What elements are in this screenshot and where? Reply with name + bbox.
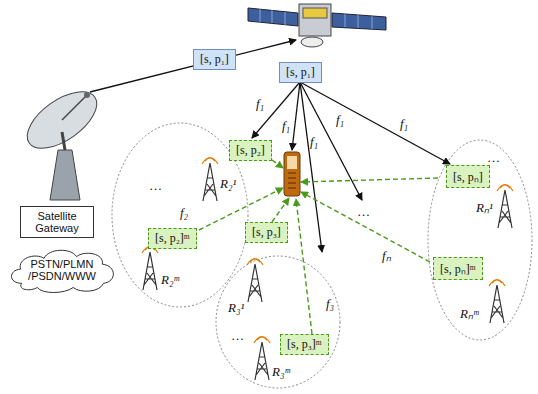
dish-mount bbox=[62, 132, 65, 150]
terrestrial-arrow bbox=[296, 199, 312, 334]
tower-symbol bbox=[497, 185, 513, 229]
relay-signal-box: [s, pₙ] bbox=[446, 165, 490, 188]
solar-panel bbox=[332, 13, 386, 30]
ellipsis-label: … bbox=[232, 328, 244, 343]
relay-signal-box: [s, p₂] bbox=[229, 140, 272, 161]
signal-label: Rₙ¹ bbox=[476, 200, 493, 215]
terrestrial-arrow bbox=[301, 178, 438, 182]
tower-symbol bbox=[489, 280, 505, 324]
relay-signal-box: [s, p₂]ᵐ bbox=[148, 228, 197, 249]
terrestrial-arrow bbox=[272, 160, 283, 168]
satellite-dish bbox=[301, 37, 323, 47]
relay-signal-box: [s, pₙ]ᵐ bbox=[433, 257, 483, 280]
signal-label: f₃ bbox=[326, 296, 334, 311]
solar-panel bbox=[248, 8, 298, 26]
tower-symbol bbox=[142, 247, 158, 291]
signal-label: f₁ bbox=[336, 112, 344, 127]
downlink-arrow bbox=[252, 82, 300, 138]
signal-label: R₃ᵐ bbox=[272, 364, 290, 379]
signal-label: f₁ bbox=[256, 96, 264, 111]
uplink-arrow bbox=[90, 40, 296, 92]
ellipsis-label: … bbox=[358, 204, 370, 219]
cloud-outline bbox=[11, 250, 113, 292]
phone-keys bbox=[288, 173, 296, 188]
box-text: [s, p₃]ᵐ bbox=[287, 337, 322, 351]
box-text: [s, p₃] bbox=[252, 225, 281, 239]
box-text: [s, p₁] bbox=[286, 65, 315, 79]
box-text: [s, pₙ] bbox=[453, 170, 483, 184]
relay-signal-box: [s, p₃]ᵐ bbox=[280, 334, 329, 355]
signal-label: f₂ bbox=[180, 205, 188, 220]
signal-label: R₃¹ bbox=[228, 300, 244, 315]
downlink-arrow bbox=[300, 82, 450, 164]
box-text: [s, pₙ]ᵐ bbox=[440, 262, 476, 276]
network-cloud: PSTN/PLMN /PSDN/WWW bbox=[6, 245, 118, 295]
satellite-signal-box: [s, p₁] bbox=[279, 62, 322, 83]
signal-label: f₁ bbox=[310, 134, 318, 149]
satellite-body bbox=[299, 4, 331, 36]
relay-signal-box: [s, p₃] bbox=[245, 222, 288, 243]
dish-pedestal bbox=[50, 150, 80, 200]
signal-label: R₂ᵐ bbox=[161, 272, 179, 287]
cell-cluster bbox=[428, 140, 532, 340]
terrestrial-arrow bbox=[272, 198, 289, 222]
signal-label: R₂¹ bbox=[220, 176, 236, 191]
signal-label: fₙ bbox=[382, 248, 391, 263]
signal-label: f₁ bbox=[400, 116, 408, 131]
signal-label: Rₙᵐ bbox=[460, 306, 478, 321]
dish-feed bbox=[84, 92, 90, 98]
downlink-arrow bbox=[292, 82, 300, 150]
cell-cluster bbox=[216, 256, 340, 388]
signal-label: f₁ bbox=[282, 118, 290, 133]
dish-feed bbox=[62, 96, 86, 120]
gateway-dish bbox=[18, 81, 106, 160]
downlink-arrow bbox=[300, 82, 322, 252]
satellite-signal-box: [s, p₁] bbox=[193, 49, 236, 70]
box-text: [s, p₂]ᵐ bbox=[155, 231, 190, 245]
box-text: [s, p₁] bbox=[200, 52, 229, 66]
phone-screen bbox=[287, 156, 297, 169]
box-text: PSTN/PLMN /PSDN/WWW bbox=[24, 258, 100, 282]
tower-symbol bbox=[202, 158, 218, 202]
ellipsis-label: … bbox=[150, 178, 162, 193]
gateway-box: Satellite Gateway bbox=[20, 206, 94, 238]
box-text: [s, p₂] bbox=[236, 143, 265, 157]
box-text: Satellite Gateway bbox=[27, 210, 87, 234]
satellite-foil bbox=[303, 8, 327, 18]
terrestrial-arrow bbox=[301, 192, 430, 262]
tower-symbol bbox=[254, 337, 270, 381]
phone-body bbox=[284, 152, 300, 196]
tower-symbol bbox=[247, 259, 263, 303]
ellipsis-label: … bbox=[488, 150, 500, 165]
